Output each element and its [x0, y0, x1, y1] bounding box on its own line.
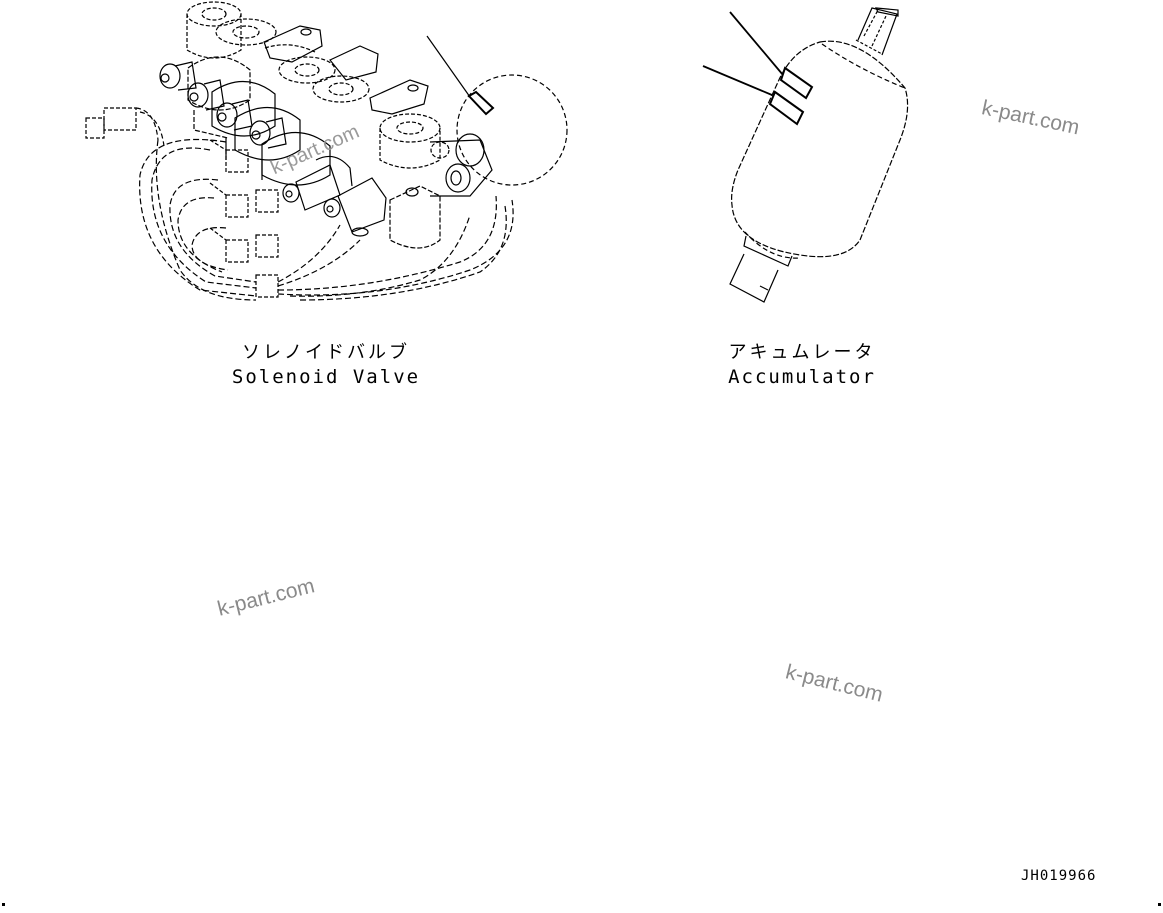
corner-mark [1158, 903, 1161, 906]
solenoid-valve-label-jp: ソレノイドバルブ [242, 342, 410, 363]
accumulator-illustration [702, 7, 909, 303]
solenoid-valve-label-en: Solenoid Valve [231, 366, 421, 388]
drawing-number: JH019966 [1021, 868, 1097, 884]
accumulator-label-jp: アキュムレータ [728, 342, 876, 363]
accumulator-caption: アキュムレータ Accumulator [722, 341, 882, 389]
accumulator-label-en: Accumulator [728, 366, 876, 388]
corner-mark [2, 903, 5, 906]
solenoid-valve-caption: ソレノイドバルブ Solenoid Valve [226, 341, 426, 389]
solenoid-valve-illustration [85, 1, 568, 301]
